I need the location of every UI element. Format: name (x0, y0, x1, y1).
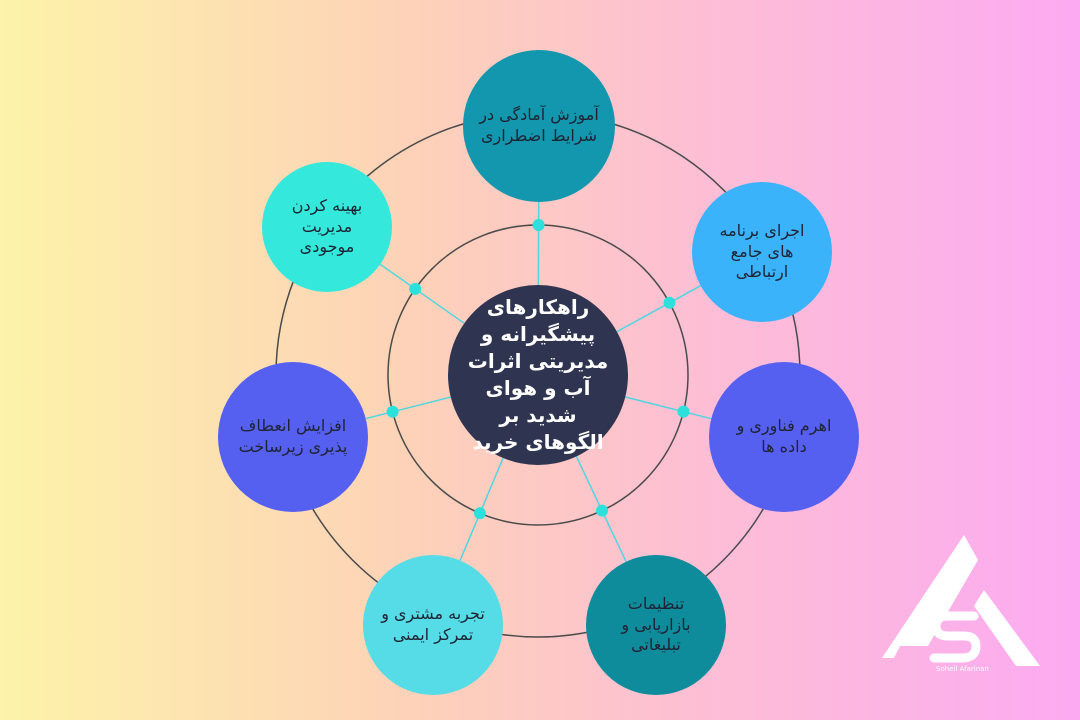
center-node-label: راهکارهای پیشگیرانه و مدیریتی اثرات آب و… (467, 295, 609, 454)
node-marketing-settings: تنظیمات بازاریابی و تبلیغاتی (586, 555, 726, 695)
node-label: افزایش انعطاف پذیری زیرساخت (238, 416, 348, 456)
connector-line (365, 396, 451, 420)
connector-dot (409, 282, 422, 295)
node-communication-programs: اجرای برنامه های جامع ارتباطی (692, 182, 832, 322)
connector-dot (596, 504, 609, 517)
connector-line (616, 285, 702, 333)
connector-line (379, 263, 465, 324)
connector-dot (663, 296, 676, 309)
connector-line (625, 396, 712, 420)
node-emergency-training: آموزش آمادگی در شرایط اضطراری (463, 50, 615, 202)
connector-dot (473, 507, 486, 520)
center-node: راهکارهای پیشگیرانه و مدیریتی اثرات آب و… (448, 285, 628, 465)
node-label: تجربه مشتری و تمرکز ایمنی (381, 604, 485, 644)
node-technology-data: اهرم فناوری و داده ها (709, 362, 859, 512)
connector-dots (386, 219, 690, 520)
connector-dot (677, 405, 690, 418)
logo-text: Soheil Afarinan (936, 665, 989, 673)
brand-logo: Soheil Afarinan (882, 535, 1040, 673)
node-customer-experience: تجربه مشتری و تمرکز ایمنی (363, 555, 503, 695)
logo-mark (882, 535, 1040, 666)
node-label: تنظیمات بازاریابی و تبلیغاتی (621, 593, 691, 655)
connector-dot (386, 405, 399, 418)
node-label: اهرم فناوری و داده ها (736, 416, 832, 456)
node-label: اجرای برنامه های جامع ارتباطی (719, 220, 805, 282)
node-inventory-optimization: بهینه کردن مدیریت موجودی (262, 162, 392, 292)
connector-dot (532, 219, 545, 232)
node-label: آموزش آمادگی در شرایط اضطراری (479, 105, 599, 145)
node-label: بهینه کردن مدیریت موجودی (291, 195, 363, 257)
node-infrastructure-resilience: افزایش انعطاف پذیری زیرساخت (218, 362, 368, 512)
